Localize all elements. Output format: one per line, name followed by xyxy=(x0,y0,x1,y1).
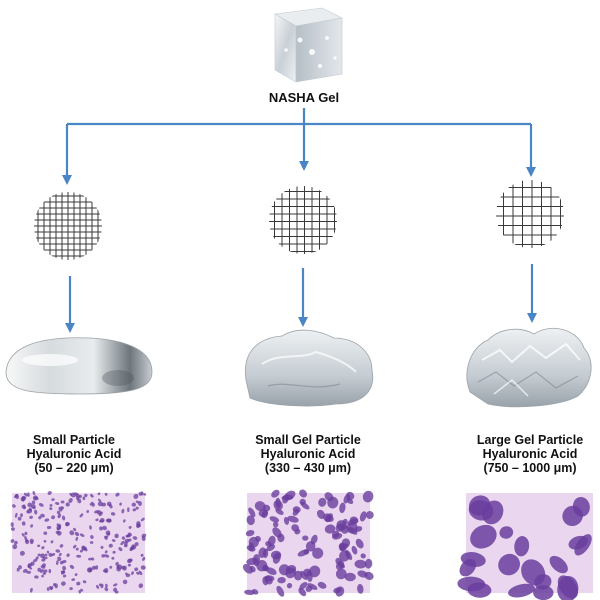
branch-label-line: Small Gel Particle xyxy=(255,433,361,447)
source-label: NASHA Gel xyxy=(268,90,340,105)
mesh-grid-icon xyxy=(269,186,337,254)
histology-medium-particles-image xyxy=(242,489,374,597)
gel-cube-image xyxy=(274,7,343,83)
branch-label-line: Small Particle xyxy=(33,433,115,447)
histology-large-particles-image xyxy=(457,493,593,600)
branch-label-line: (750 – 1000 μm) xyxy=(483,461,577,475)
smooth-gel-drop-image xyxy=(5,337,153,395)
branch-label-medium: Small Gel Particle Hyaluronic Acid (330 … xyxy=(238,433,378,475)
branch-label-line: (330 – 430 μm) xyxy=(264,461,352,475)
mesh-grid-icon xyxy=(34,192,102,260)
histology-small-particles-image xyxy=(10,491,147,594)
mesh-grid-icon xyxy=(496,180,564,248)
branch-label-line: Hyaluronic Acid xyxy=(482,447,578,461)
branch-label-small: Small Particle Hyaluronic Acid (50 – 220… xyxy=(4,433,144,475)
branch-label-line: Hyaluronic Acid xyxy=(260,447,356,461)
branch-label-line: Hyaluronic Acid xyxy=(26,447,122,461)
branch-label-large: Large Gel Particle Hyaluronic Acid (750 … xyxy=(460,433,600,475)
textured-gel-chunk-image xyxy=(244,329,374,407)
branch-label-line: Large Gel Particle xyxy=(476,433,584,447)
branch-label-line: (50 – 220 μm) xyxy=(34,461,114,475)
connector-arrows xyxy=(62,108,537,333)
crushed-gel-chunk-image xyxy=(466,327,592,408)
